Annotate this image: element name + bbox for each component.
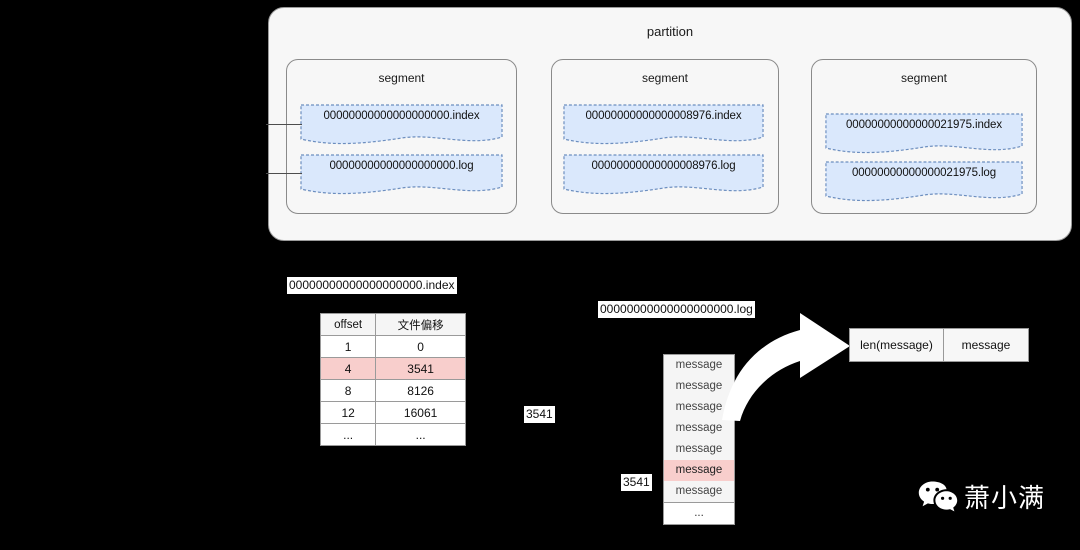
file-shape-log-1: 00000000000000000000.log [299,153,504,197]
file-name-index-2: 00000000000000008976.index [585,110,742,122]
file-name-log-1: 00000000000000000000.log [329,160,474,172]
cell-offset: ... [319,423,377,446]
table-row: 8 8126 [319,379,466,402]
document-shape-icon [825,113,1023,154]
table-row-highlighted: 4 3541 [319,357,466,380]
table-row: ... ... [319,423,466,446]
segment-title-2: segment [641,71,689,85]
watermark: 萧小满 [918,480,1045,518]
table-row: 1 0 [319,335,466,358]
document-shape-icon [563,154,764,195]
file-shape-index-2: 00000000000000008976.index [562,103,765,147]
document-shape-icon [563,104,764,145]
segment-title-1: segment [378,71,425,85]
cell-file-offset: 16061 [375,401,466,424]
document-shape-icon [825,161,1023,202]
index-offset-table: offset 文件偏移 1 0 4 3541 8 8126 12 16061 . [319,313,466,446]
file-shape-log-2: 00000000000000008976.log [562,153,765,197]
message-body-field: message [944,329,1028,361]
cell-file-offset: 3541 [375,357,466,380]
cell-offset: 8 [319,379,377,402]
log-message-list: message message message message message … [663,354,735,525]
list-item: message [664,397,734,418]
column-header-offset: offset [319,313,377,336]
list-item-ellipsis: ... [664,502,734,524]
message-record-box: len(message) message [849,328,1029,362]
list-item: message [664,418,734,439]
document-shape-icon [300,154,503,195]
segment-title-3: segment [900,71,948,85]
index-file-label: 00000000000000000000.index [287,277,457,294]
wechat-logo-shape [918,481,958,512]
column-header-file-offset: 文件偏移 [375,313,466,336]
log-file-label: 00000000000000000000.log [598,301,755,318]
document-shape-icon [300,104,503,145]
file-name-log-3: 00000000000000021975.log [851,167,997,179]
list-item: message [664,355,734,376]
cell-file-offset: ... [375,423,466,446]
list-item-highlighted: message [664,460,734,481]
offset-value-label: 3541 [524,406,555,423]
cell-offset: 4 [319,357,377,380]
message-length-field: len(message) [850,329,944,361]
curved-arrow-icon [718,308,853,423]
cell-file-offset: 8126 [375,379,466,402]
file-shape-index-1: 00000000000000000000.index [299,103,504,147]
file-shape-log-3: 00000000000000021975.log [824,160,1024,204]
cell-offset: 1 [319,335,377,358]
partition-title: partition [646,24,694,39]
arrow-shape [722,313,850,421]
file-shape-index-3: 00000000000000021975.index [824,112,1024,156]
table-header-row: offset 文件偏移 [319,313,466,336]
connector-line-log [266,173,302,174]
table-row: 12 16061 [319,401,466,424]
file-name-index-3: 00000000000000021975.index [845,119,1002,131]
list-item: message [664,439,734,460]
file-name-index-1: 00000000000000000000.index [323,110,480,122]
list-item: message [664,376,734,397]
cell-file-offset: 0 [375,335,466,358]
log-offset-label: 3541 [621,474,652,491]
wechat-icon [918,480,958,518]
file-name-log-2: 00000000000000008976.log [591,160,736,172]
cell-offset: 12 [319,401,377,424]
watermark-text: 萧小满 [964,484,1046,514]
connector-line-index [266,124,302,125]
list-item: message [664,481,734,502]
